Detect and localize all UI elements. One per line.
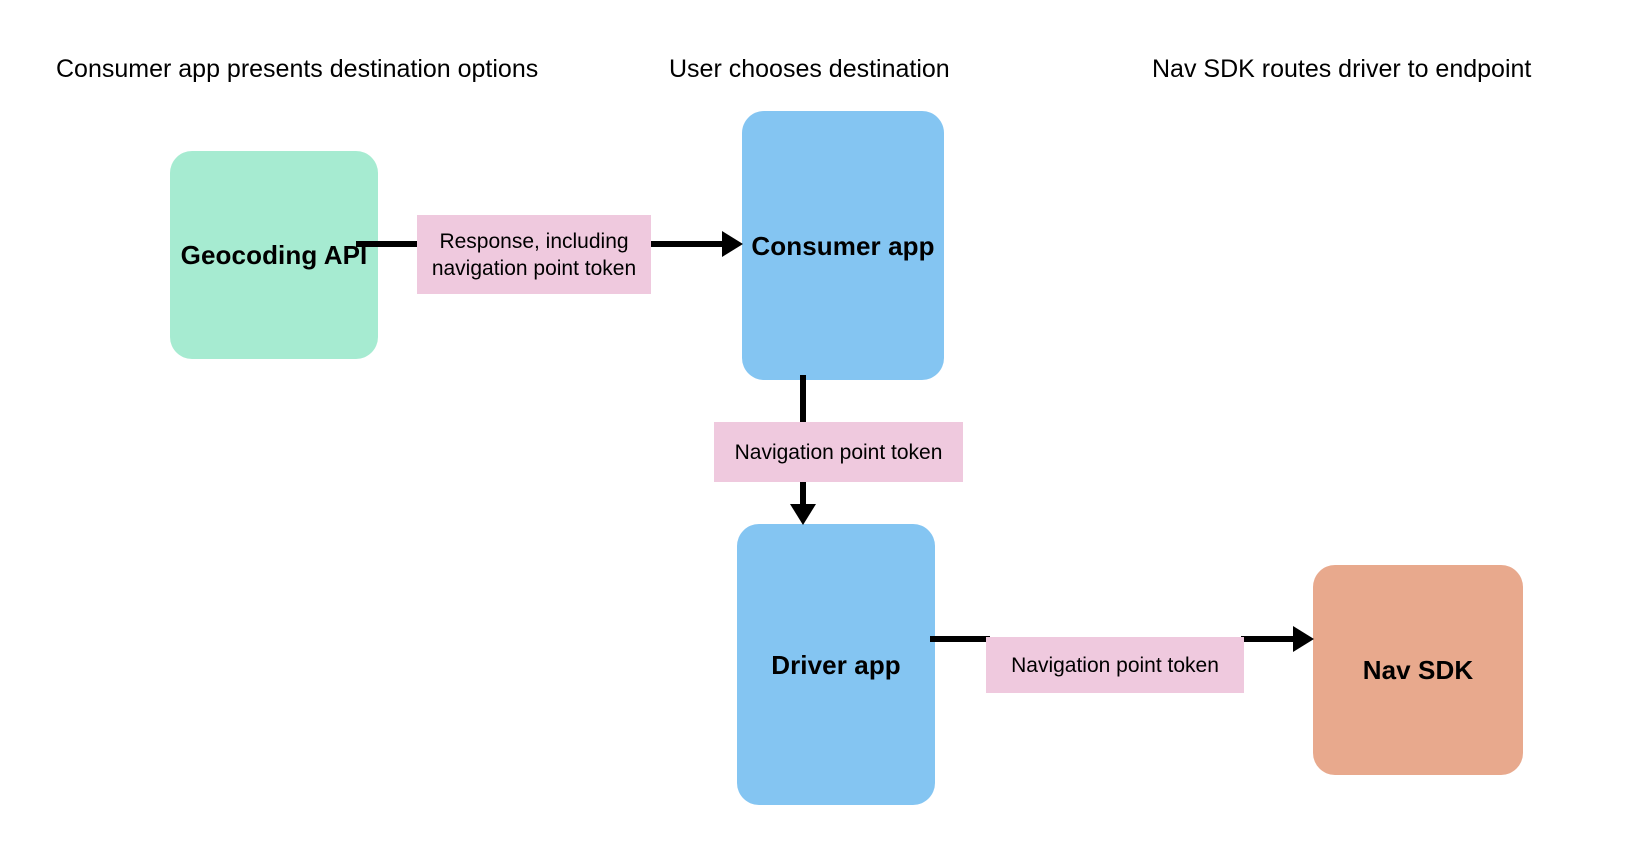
- edge-label-navigation-point-token-middle: Navigation point token: [714, 422, 963, 482]
- edge-label-response-text: Response, including navigation point tok…: [431, 229, 637, 280]
- edge-label-navigation-point-token-bottom-text: Navigation point token: [1011, 653, 1219, 677]
- column-header-consumer-app-presents: Consumer app presents destination option…: [56, 55, 539, 83]
- node-geocoding-api-label: Geocoding API: [180, 240, 368, 270]
- node-driver-app-label: Driver app: [771, 649, 901, 680]
- connector-response-label-to-consumer-app: [648, 241, 726, 247]
- edge-label-response-including-navigation-point-token: Response, including navigation point tok…: [417, 215, 651, 294]
- connector-consumer-app-to-token-label: [800, 375, 806, 427]
- node-nav-sdk-label: Nav SDK: [1362, 655, 1474, 685]
- edge-label-navigation-point-token-bottom: Navigation point token: [986, 637, 1244, 693]
- column-header-user-chooses: User chooses destination: [669, 55, 950, 83]
- node-geocoding-api[interactable]: Geocoding API: [170, 151, 378, 359]
- node-nav-sdk[interactable]: Nav SDK: [1313, 565, 1523, 775]
- arrowhead-down-icon-to-driver-app: [790, 504, 816, 525]
- node-consumer-app[interactable]: Consumer app: [742, 111, 944, 380]
- column-header-nav-sdk-routes: Nav SDK routes driver to endpoint: [1152, 55, 1532, 83]
- connector-geocoding-to-response-label: [356, 241, 422, 247]
- edge-label-navigation-point-token-middle-text: Navigation point token: [734, 440, 943, 464]
- connector-token-label-to-driver-app: [800, 478, 806, 513]
- node-consumer-app-label: Consumer app: [751, 230, 935, 261]
- arrowhead-right-icon-to-consumer-app: [722, 231, 743, 257]
- arrowhead-right-icon-to-nav-sdk: [1293, 626, 1314, 652]
- node-driver-app[interactable]: Driver app: [737, 524, 935, 805]
- connector-token-label-to-nav-sdk: [1241, 636, 1297, 642]
- connector-driver-app-to-token-label: [930, 636, 990, 642]
